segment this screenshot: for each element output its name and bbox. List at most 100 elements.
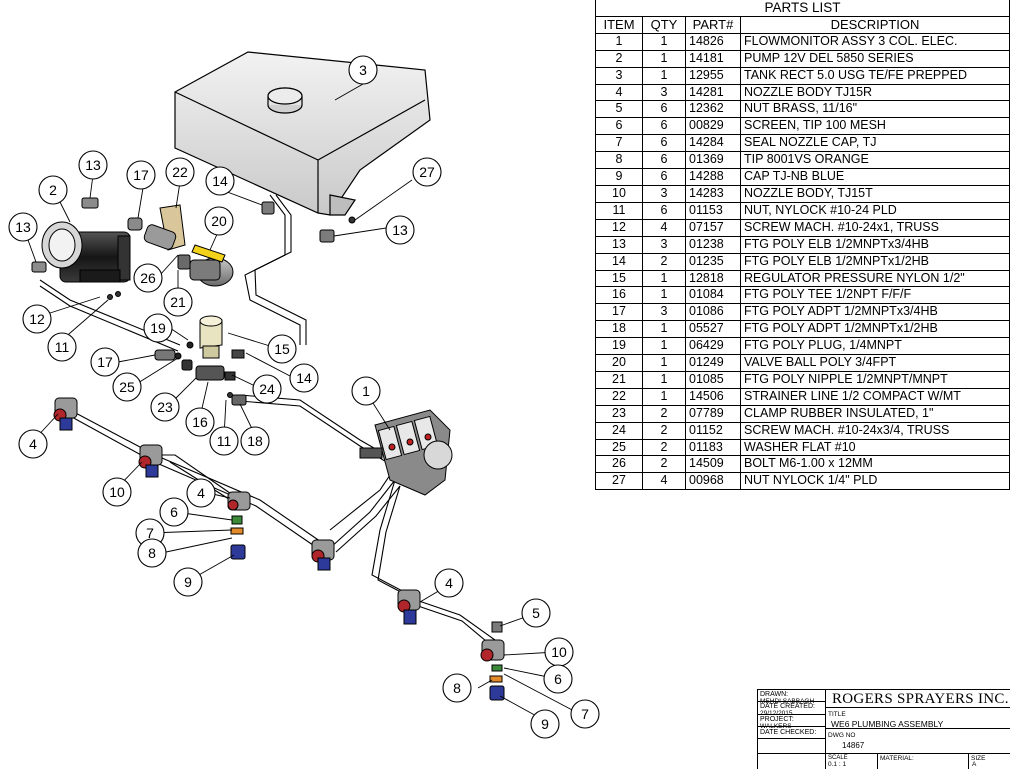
parts-cell-qty: 1 [642, 32, 686, 51]
strainer [127, 204, 186, 251]
balloon-number: 6 [554, 671, 562, 687]
project: WALKERS [760, 723, 792, 730]
balloon-number: 17 [133, 167, 149, 183]
balloon-17: 17 [90, 347, 120, 377]
parts-cell-qty: 1 [642, 320, 686, 339]
parts-cell-part: 01249 [685, 354, 741, 372]
parts-cell-desc: STRAINER LINE 1/2 COMPACT W/MT [740, 387, 1010, 406]
balloon-9: 20 [204, 206, 234, 236]
balloon-39: 7 [570, 699, 600, 729]
parts-cell-qty: 1 [642, 269, 686, 288]
parts-cell-desc: CLAMP RUBBER INSULATED, 1" [740, 404, 1010, 423]
parts-cell-qty: 2 [642, 455, 686, 474]
balloon-circle [570, 699, 600, 729]
parts-cell-item: 1 [595, 32, 643, 51]
balloon-circle [434, 568, 464, 598]
balloon-circle [143, 313, 173, 343]
balloon-2: 2 [38, 175, 68, 205]
balloon-4: 17 [126, 160, 156, 190]
balloon-23: 16 [185, 407, 215, 437]
balloon-number: 11 [55, 339, 70, 355]
parts-cell-desc: SCREEN, TIP 100 MESH [740, 117, 1010, 136]
parts-cell-qty: 6 [642, 151, 686, 170]
parts-cell-item: 3 [595, 66, 643, 85]
balloon-number: 4 [445, 575, 453, 591]
parts-cell-part: 07789 [685, 404, 741, 423]
parts-cell-part: 14826 [685, 32, 741, 51]
parts-cell-part: 01153 [685, 201, 741, 220]
parts-cell-item: 2 [595, 49, 643, 68]
ball-valve [177, 244, 234, 287]
parts-cell-desc: CAP TJ-NB BLUE [740, 168, 1010, 186]
balloon-number: 9 [541, 716, 549, 732]
balloon-number: 2 [49, 182, 57, 198]
balloon-25: 18 [240, 426, 270, 456]
balloon-15: 19 [143, 313, 173, 343]
balloon-number: 10 [109, 484, 125, 500]
balloon-circle [348, 55, 378, 85]
parts-cell-part: 14284 [685, 134, 741, 153]
parts-list-title: PARTS LIST [595, 0, 1010, 17]
balloon-6: 14 [205, 166, 235, 196]
parts-cell-part: 01086 [685, 303, 741, 322]
parts-cell-item: 16 [595, 286, 643, 305]
balloon-number: 26 [140, 270, 156, 286]
drawn-label: DRAWN: [760, 691, 789, 698]
balloon-16: 15 [267, 334, 297, 364]
balloon-number: 11 [217, 433, 232, 449]
balloon-7: 27 [412, 157, 442, 187]
parts-cell-desc: FTG POLY ELB 1/2MNPTx3/4HB [740, 235, 1010, 254]
balloon-number: 7 [581, 706, 589, 722]
parts-cell-desc: NUT, NYLOCK #10-24 PLD [740, 201, 1010, 220]
balloon-number: 13 [15, 219, 31, 235]
balloon-18: 25 [112, 372, 142, 402]
balloon-circle [252, 374, 282, 404]
parts-cell-item: 11 [595, 201, 643, 220]
balloon-circle [442, 673, 472, 703]
balloon-circle [267, 334, 297, 364]
column-header-qty: QTY [642, 15, 686, 34]
project-label: PROJECT: [760, 716, 794, 723]
balloon-circle [47, 332, 77, 362]
column-header-item: ITEM [595, 15, 643, 34]
balloon-38: 9 [530, 709, 560, 739]
parts-cell-qty: 3 [642, 303, 686, 322]
parts-cell-desc: SCREW MACH. #10-24x1, TRUSS [740, 218, 1010, 237]
balloon-33: 4 [434, 568, 464, 598]
parts-cell-desc: FTG POLY ELB 1/2MNPTx1/2HB [740, 252, 1010, 271]
parts-cell-item: 17 [595, 303, 643, 322]
parts-cell-desc: TANK RECT 5.0 USG TE/FE PREPPED [740, 66, 1010, 85]
drawing-title: WE6 PLUMBING ASSEMBLY [831, 719, 944, 729]
parts-cell-item: 4 [595, 83, 643, 102]
balloon-number: 13 [392, 222, 408, 238]
balloon-number: 8 [148, 545, 156, 561]
parts-cell-desc: TIP 8001VS ORANGE [740, 151, 1010, 170]
balloon-number: 1 [362, 383, 370, 399]
balloon-number: 19 [150, 320, 166, 336]
parts-cell-item: 22 [595, 387, 643, 406]
parts-cell-desc: NOZZLE BODY, TJ15T [740, 184, 1010, 203]
balloon-number: 16 [192, 414, 208, 430]
balloon-28: 4 [186, 478, 216, 508]
parts-cell-item: 13 [595, 235, 643, 254]
parts-cell-part: 12955 [685, 66, 741, 85]
balloon-circle [18, 429, 48, 459]
small-fittings [31, 197, 356, 398]
balloon-36: 8 [442, 673, 472, 703]
parts-cell-item: 9 [595, 168, 643, 186]
balloon-number: 7 [146, 525, 154, 541]
balloon-number: 14 [296, 370, 312, 386]
balloon-number: 4 [197, 485, 205, 501]
parts-cell-qty: 3 [642, 184, 686, 203]
